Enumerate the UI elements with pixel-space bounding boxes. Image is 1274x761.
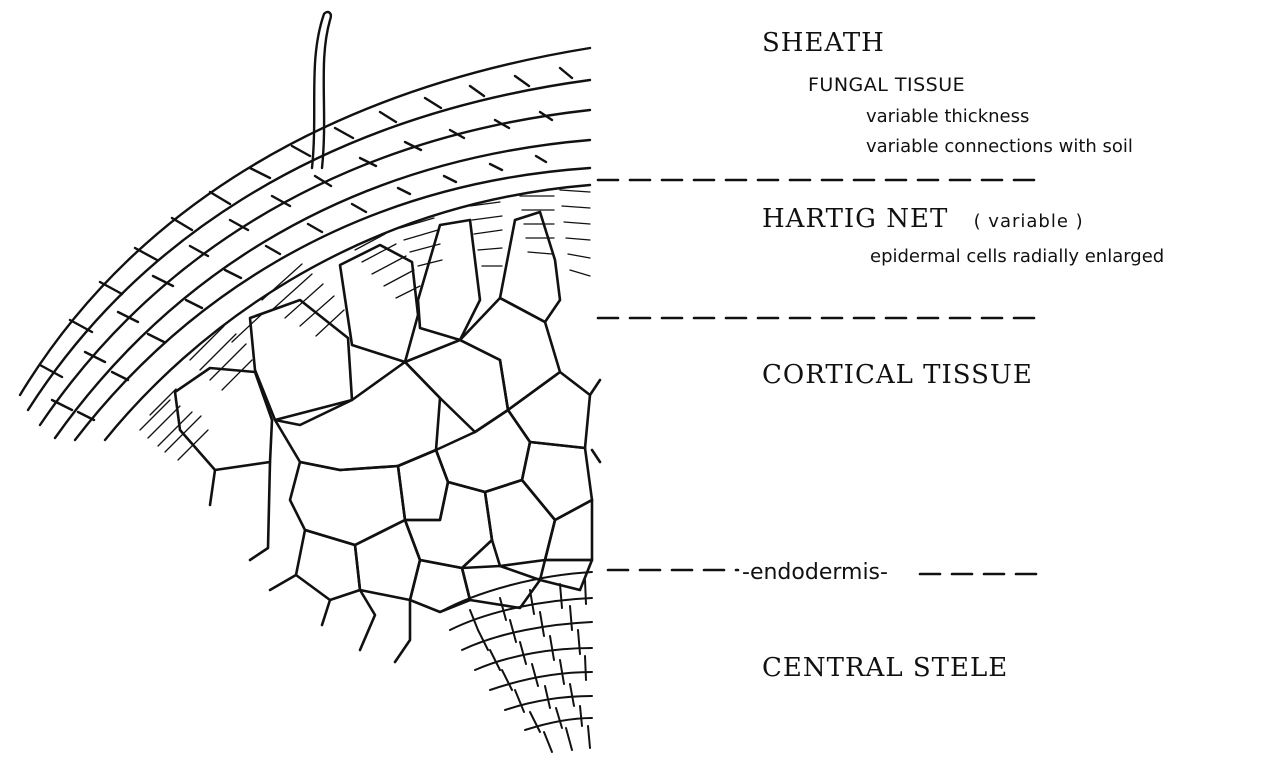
- label-central-stele: CENTRAL STELE: [762, 653, 1008, 683]
- central-stele-cells: [440, 572, 592, 752]
- hartig-net-hatching: [140, 190, 590, 460]
- label-endodermis: -endodermis-: [742, 560, 888, 585]
- label-hartig-net: HARTIG NET ( variable ): [762, 204, 1084, 234]
- label-sheath: SHEATH: [762, 28, 885, 58]
- cortical-cells: [210, 298, 600, 662]
- label-cortical-tissue: CORTICAL TISSUE: [762, 360, 1033, 390]
- label-variable-connections: variable connections with soil: [866, 136, 1133, 157]
- hartig-net-variable: ( variable ): [974, 211, 1084, 232]
- label-epidermal: epidermal cells radially enlarged: [870, 246, 1164, 267]
- label-fungal-tissue: FUNGAL TISSUE: [808, 74, 965, 96]
- label-variable-thickness: variable thickness: [866, 106, 1029, 127]
- endodermis-text: endodermis: [750, 560, 880, 585]
- hartig-net-title: HARTIG NET: [762, 204, 948, 234]
- fungal-sheath: [20, 12, 590, 440]
